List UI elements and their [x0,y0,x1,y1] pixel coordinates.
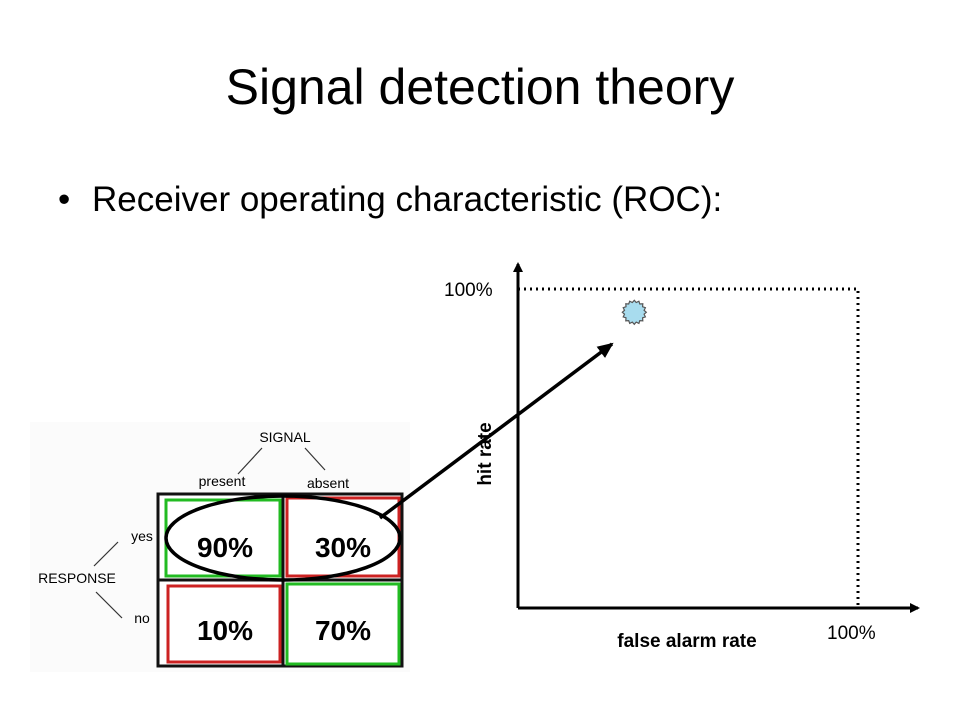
false-alarm-value: 30% [315,532,371,563]
roc-point [621,299,648,326]
signal-branch-left [237,447,263,475]
x-axis-label: false alarm rate [617,631,756,652]
max-boundary-dotted [518,287,860,608]
slide-title: Signal detection theory [225,59,735,115]
absent-label: absent [307,475,349,491]
correct-rejection-value: 70% [315,615,371,646]
bullet-marker: • [58,180,71,219]
connector-arrow [378,342,614,520]
confusion-matrix: SIGNAL present absent RESPONSE yes no 90… [30,422,410,672]
response-branch-up [93,541,119,567]
present-label: present [199,473,246,489]
bullet-item: • Receiver operating characteristic (ROC)… [58,180,722,220]
y-axis-label: hit rate [475,422,496,485]
hit-cell [164,498,282,578]
no-label: no [134,610,150,626]
response-label: RESPONSE [38,570,116,586]
roc-plot: 100% 100% hit rate false alarm rate [444,262,920,652]
x-max-label: 100% [827,623,876,644]
miss-value: 10% [197,615,253,646]
hit-value: 90% [197,532,253,563]
yes-label: yes [131,528,153,544]
y-max-label: 100% [444,280,493,301]
signal-label: SIGNAL [259,429,311,445]
miss-cell [166,584,282,664]
response-branch-down [95,591,123,619]
bullet-text: Receiver operating characteristic (ROC): [92,180,723,219]
signal-branch-right [304,447,326,471]
yes-row-highlight [164,494,402,582]
correct-rejection-cell [285,582,401,666]
